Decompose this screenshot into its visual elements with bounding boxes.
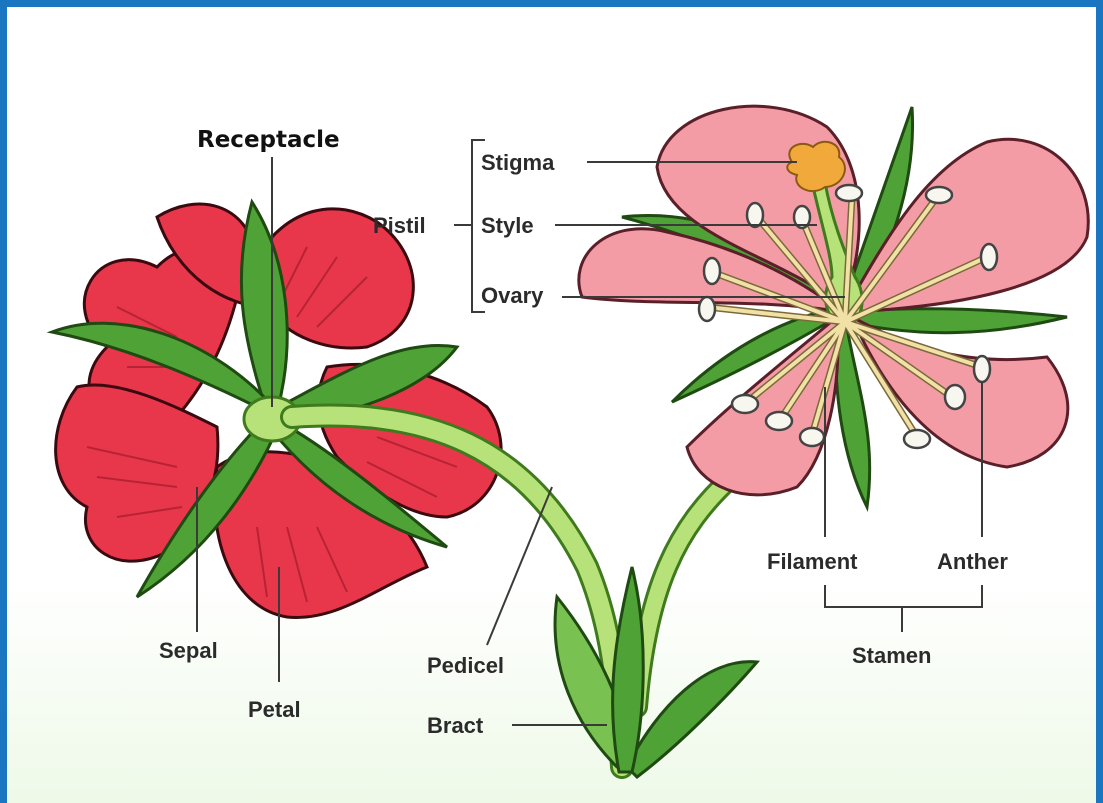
front-view-flower [579,106,1088,507]
stamen-label: Stamen [852,643,931,668]
pedicel-label: Pedicel [427,653,504,678]
back-view-flower [52,202,501,617]
receptacle-label: Receptacle [197,127,340,153]
petal-label: Petal [248,697,301,722]
pistil-label: Pistil [373,213,426,238]
sepal-label: Sepal [159,638,218,663]
bract-shape [613,567,644,772]
filament-label: Filament [767,549,858,574]
anther-label: Anther [937,549,1008,574]
ovary-label: Ovary [481,283,544,308]
stigma-label: Stigma [481,150,555,175]
flower-diagram: Receptacle Stigma Pistil Style Ovary Sep… [7,7,1103,803]
bract-label: Bract [427,713,484,738]
style-label: Style [481,213,534,238]
